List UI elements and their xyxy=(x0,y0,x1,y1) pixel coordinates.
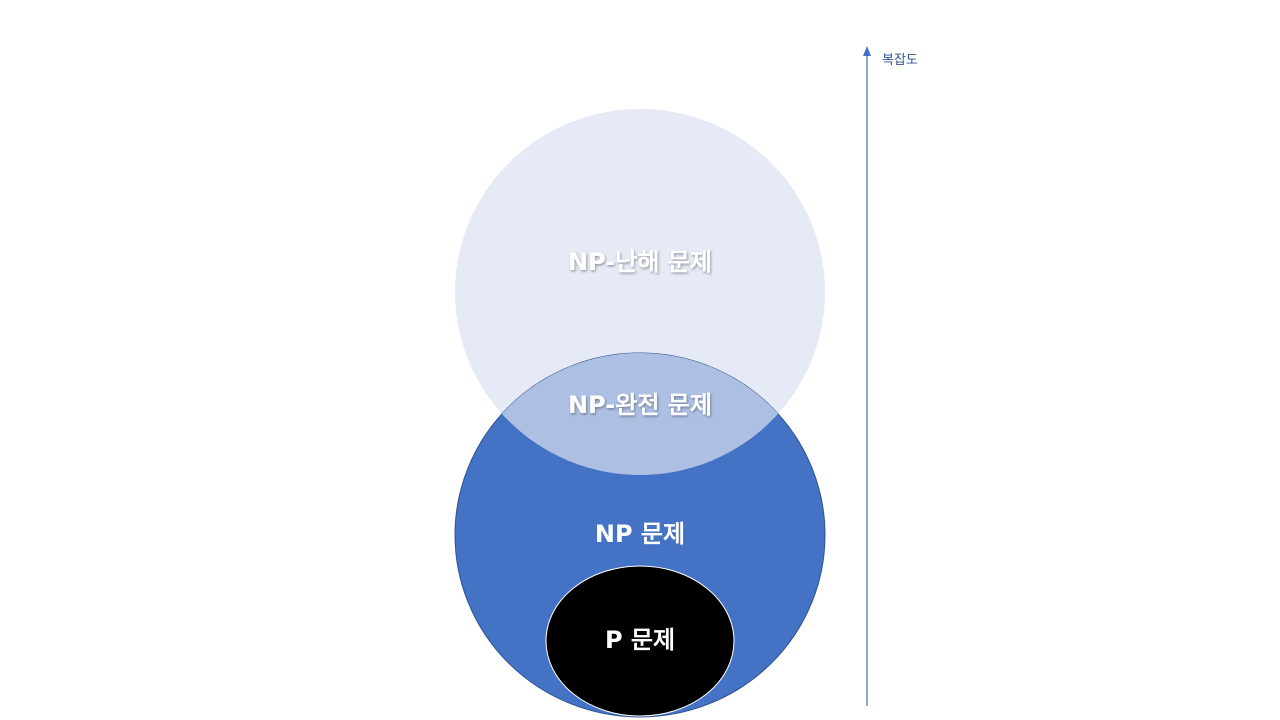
p-label: P 문제 xyxy=(605,626,675,654)
np-hard-label: NP-난해 문제 xyxy=(568,248,712,276)
np-label: NP 문제 xyxy=(595,520,685,548)
complexity-axis-label: 복잡도 xyxy=(882,53,918,68)
np-complete-region xyxy=(455,353,825,475)
complexity-arrow-head-icon xyxy=(863,46,871,56)
p-ellipse xyxy=(545,565,735,717)
np-complete-label: NP-완전 문제 xyxy=(568,391,712,419)
